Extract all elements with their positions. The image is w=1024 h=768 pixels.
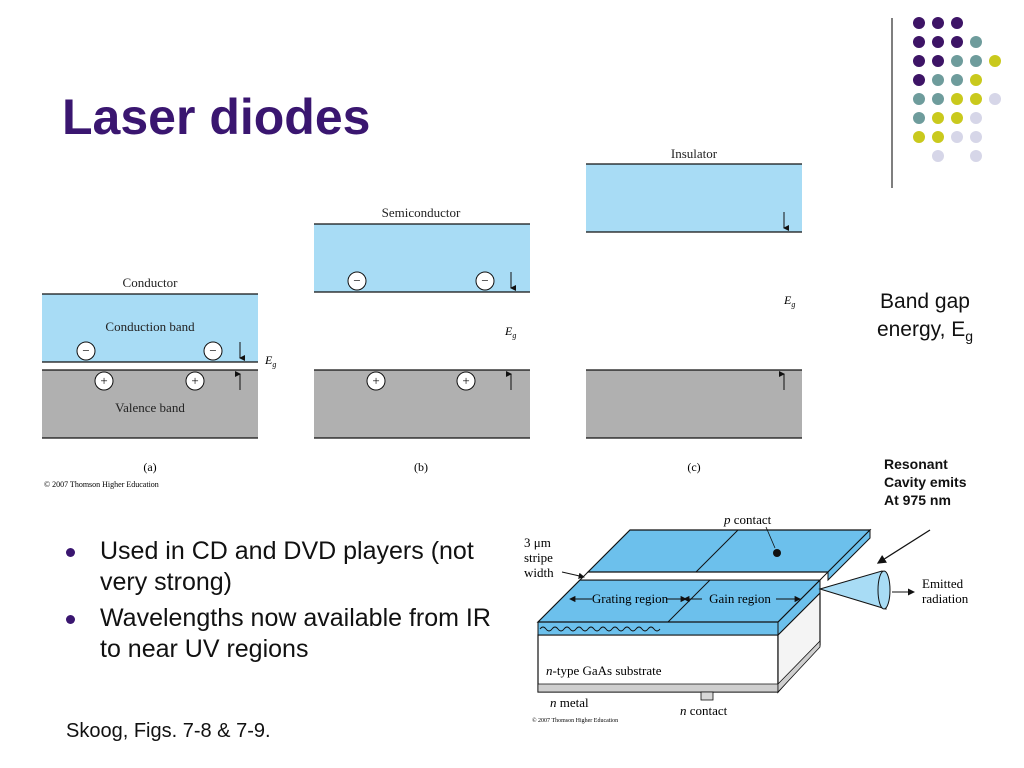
bullet-item: Wavelengths now available from IR to nea…: [62, 603, 502, 665]
slide-title: Laser diodes: [62, 89, 371, 145]
band-gap-label: Band gap energy, Eg: [876, 290, 974, 345]
svg-text:+: +: [100, 373, 107, 388]
bullet-list: Used in CD and DVD players (not very str…: [62, 536, 502, 670]
svg-text:−: −: [209, 343, 216, 358]
laser-figure-copyright: © 2007 Thomson Higher Education: [532, 717, 618, 724]
p-contact-surface: [586, 529, 872, 573]
hole-icon: [366, 371, 386, 391]
substrate-label: n-type GaAs substrate: [546, 663, 662, 678]
panel-a-letter: (a): [143, 460, 156, 474]
band-gap-figure: Conductor Conduction band Valence band −…: [42, 146, 802, 489]
lower-top-surface: [536, 579, 822, 623]
panel-c-letter: (c): [687, 460, 700, 474]
hole-icon: [94, 371, 114, 391]
valence-band-label: Valence band: [115, 400, 185, 415]
valence-band-c: [586, 370, 802, 438]
panel-a-heading: Conductor: [123, 275, 179, 290]
conduction-band-b: [314, 224, 530, 292]
grating-wave: [539, 626, 661, 632]
svg-text:−: −: [353, 273, 360, 288]
dot-grid-decoration: [891, 17, 1001, 188]
energy-gap-label-a: Eg: [264, 353, 276, 369]
panel-b-heading: Semiconductor: [382, 205, 461, 220]
panel-insulator: Insulator Eg (c): [586, 146, 802, 474]
energy-gap-label-b: Eg: [504, 324, 516, 340]
resonant-cavity-callout: Resonant Cavity emits At 975 nm: [884, 456, 967, 508]
hole-icon: [456, 371, 476, 391]
grating-region-label: Grating region: [592, 591, 669, 606]
panel-c-heading: Insulator: [671, 146, 718, 161]
n-metal-layer: [537, 683, 779, 693]
n-metal-label: n metal: [550, 695, 589, 710]
p-contact-dot: [773, 549, 781, 557]
bullet-item: Used in CD and DVD players (not very str…: [62, 536, 502, 598]
stripe-gap: [578, 571, 830, 581]
svg-text:−: −: [481, 273, 488, 288]
electron-icon: [475, 271, 495, 291]
valence-band-a: [42, 370, 258, 438]
n-contact-label: n contact: [680, 703, 728, 718]
panel-b-letter: (b): [414, 460, 428, 474]
energy-gap-label-c: Eg: [783, 293, 795, 309]
p-contact-label: p contact: [723, 512, 772, 527]
stripe-width-label: 3 μm stripe width: [524, 535, 556, 580]
electron-icon: [347, 271, 367, 291]
electron-icon: [203, 341, 223, 361]
callout-arrow: [876, 529, 931, 564]
laser-diode-figure: 3 μm stripe width p contact Grating regi…: [524, 512, 969, 724]
conduction-band-c: [586, 164, 802, 232]
svg-text:+: +: [462, 373, 469, 388]
source-citation: Skoog, Figs. 7-8 & 7-9.: [66, 720, 271, 742]
n-contact-stub: [700, 691, 714, 701]
svg-text:+: +: [372, 373, 379, 388]
svg-text:−: −: [82, 343, 89, 358]
emitted-radiation-label: Emitted radiation: [922, 576, 969, 606]
conduction-band-label: Conduction band: [105, 319, 195, 334]
band-figure-copyright: © 2007 Thomson Higher Education: [44, 480, 159, 489]
active-layer-front: [537, 621, 779, 636]
valence-band-b: [314, 370, 530, 438]
electron-icon: [76, 341, 96, 361]
hole-icon: [185, 371, 205, 391]
dot-grid: [913, 17, 1001, 162]
panel-semiconductor: Semiconductor − − + + Eg (b): [314, 205, 530, 474]
panel-conductor: Conductor Conduction band Valence band −…: [42, 275, 276, 474]
svg-text:+: +: [191, 373, 198, 388]
gain-region-label: Gain region: [709, 591, 771, 606]
